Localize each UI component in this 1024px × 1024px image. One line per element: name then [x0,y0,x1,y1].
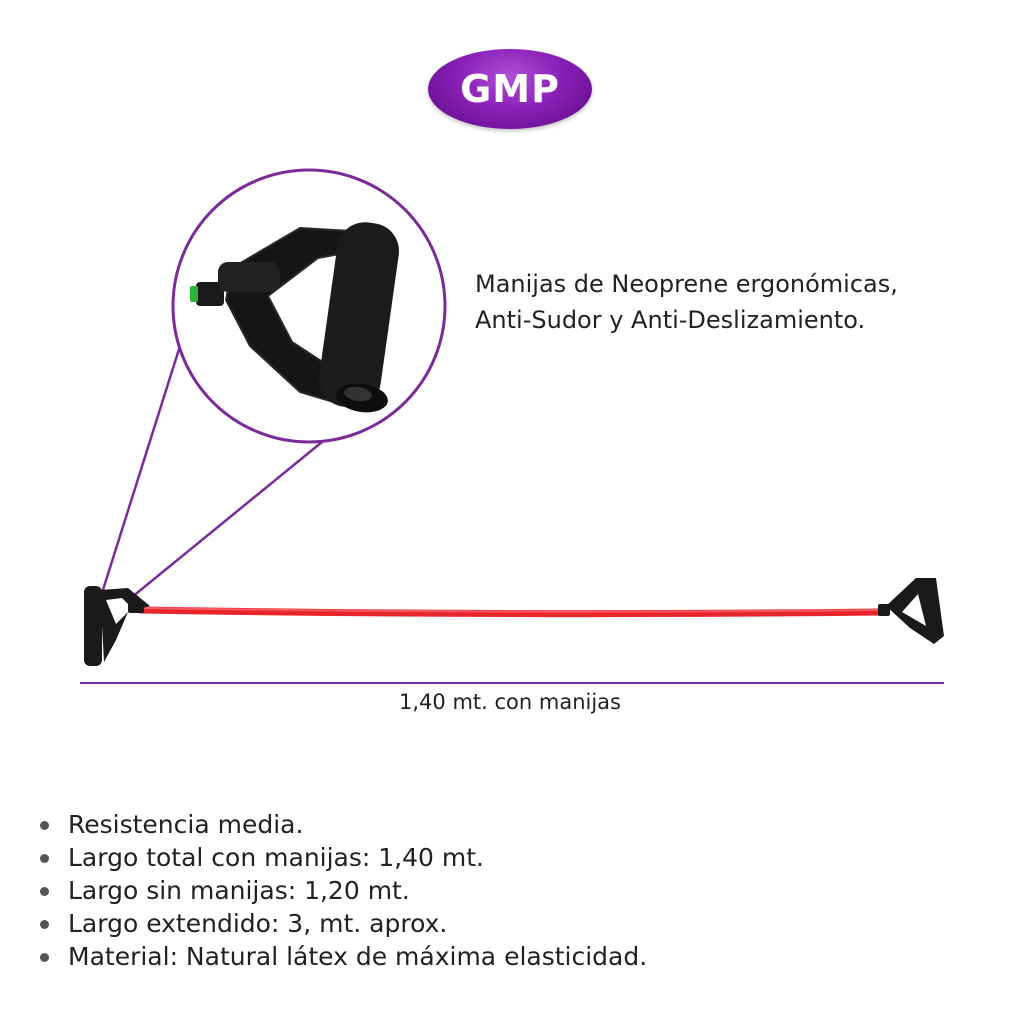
handle-description: Manijas de Neoprene ergonómicas, Anti-Su… [475,266,995,338]
brand-logo: GMP [428,49,592,129]
spec-item: Largo sin manijas: 1,20 mt. [38,874,647,907]
spec-text: Material: Natural látex de máxima elasti… [68,942,648,971]
bullet-icon [40,920,49,929]
spec-text: Largo extendido: 3, mt. aprox. [68,909,448,938]
spec-item: Largo extendido: 3, mt. aprox. [38,907,647,940]
spec-text: Resistencia media. [68,810,304,839]
bullet-icon [40,821,49,830]
bullet-icon [40,953,49,962]
spec-list: Resistencia media. Largo total con manija… [38,808,647,973]
right-handle [878,578,944,644]
spec-item: Material: Natural látex de máxima elasti… [38,940,647,973]
spec-text: Largo total con manijas: 1,40 mt. [68,843,484,872]
bullet-icon [40,887,49,896]
spec-item: Resistencia media. [38,808,647,841]
measure-label: 1,40 mt. con manijas [399,690,621,714]
resistance-band [136,606,884,618]
bullet-icon [40,854,49,863]
spec-item: Largo total con manijas: 1,40 mt. [38,841,647,874]
left-handle [84,586,150,666]
handle-zoom-circle [171,168,447,444]
handle-description-line-2: Anti-Sudor y Anti-Deslizamiento. [475,306,866,334]
zoom-line-right [109,441,323,616]
zoom-line-left [94,326,188,613]
handle-description-line-1: Manijas de Neoprene ergonómicas, [475,270,898,298]
spec-text: Largo sin manijas: 1,20 mt. [68,876,410,905]
brand-logo-text: GMP [460,67,560,111]
